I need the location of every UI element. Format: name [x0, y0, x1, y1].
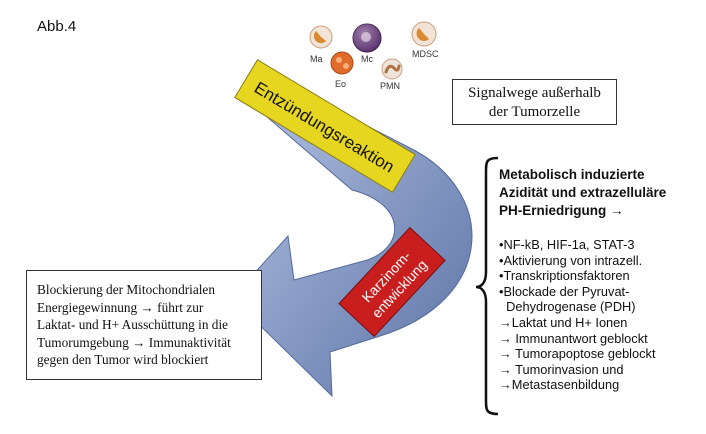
- cell-eo: Eo: [330, 51, 354, 89]
- metabolic-item: •Aktivierung von intrazell.: [499, 252, 643, 268]
- inflammation-band: Entzündungsreaktion: [234, 59, 416, 193]
- cell-label-pmn: PMN: [380, 81, 400, 91]
- metabolic-item: Dehydrogenase (PDH): [499, 299, 636, 315]
- blockade-line: Laktat- und H+ Ausschüttung in die: [37, 317, 229, 332]
- blockade-line: Energiegewinnung → führt zur: [37, 299, 204, 315]
- metabolic-item: → Immunantwort geblockt: [499, 330, 648, 346]
- metabolic-heading: Metabolisch induzierte Azidität und extr…: [499, 166, 666, 220]
- signal-pathways-box: Signalwege außerhalb der Tumorzelle: [452, 79, 617, 125]
- curly-brace: [475, 156, 499, 416]
- blockade-line: gegen den Tumor wird blockiert: [37, 352, 209, 367]
- cell-mdsc: MDSC: [411, 21, 439, 59]
- cell-label-eo: Eo: [335, 79, 346, 89]
- metabolic-item: → Tumorinvasion und: [499, 361, 624, 377]
- cell-pmn: PMN: [380, 58, 403, 91]
- signal-box-line-1: Signalwege außerhalb: [468, 85, 601, 101]
- figure-label: Abb.4: [37, 18, 77, 35]
- metabolic-heading-line: Azidität und extrazelluläre: [499, 185, 667, 200]
- metabolic-heading-line: PH-Erniedrigung →: [499, 203, 624, 218]
- metabolic-effects-list: •NF-kB, HIF-1a, STAT-3 •Aktivierung von …: [499, 237, 656, 393]
- cell-label-mdsc: MDSC: [412, 49, 439, 59]
- metabolic-item: → Tumorapoptose geblockt: [499, 346, 656, 362]
- cell-mc: Mc: [352, 23, 382, 64]
- metabolic-heading-line: Metabolisch induzierte: [499, 167, 645, 182]
- metabolic-item: •Transkriptionsfaktoren: [499, 268, 630, 284]
- metabolic-item: •NF-kB, HIF-1a, STAT-3: [499, 237, 635, 252]
- metabolic-item: →Metastasenbildung: [499, 377, 620, 393]
- metabolic-item: •Blockade der Pyruvat-: [499, 283, 630, 299]
- signal-box-line-2: der Tumorzelle: [488, 104, 581, 120]
- metabolic-item: →Laktat und H+ Ionen: [499, 314, 628, 330]
- blockade-line: Blockierung der Mitochondrialen: [37, 282, 215, 297]
- carcinogenesis-band: Karzinom- entwicklung: [338, 226, 446, 338]
- cell-label-ma: Ma: [310, 54, 323, 64]
- mitochondrial-blockade-box: Blockierung der Mitochondrialen Energieg…: [26, 270, 262, 380]
- blockade-line: Tumorumgebung → Immunaktivität: [37, 334, 231, 350]
- cell-label-mc: Mc: [361, 54, 373, 64]
- cell-ma: Ma: [309, 25, 333, 64]
